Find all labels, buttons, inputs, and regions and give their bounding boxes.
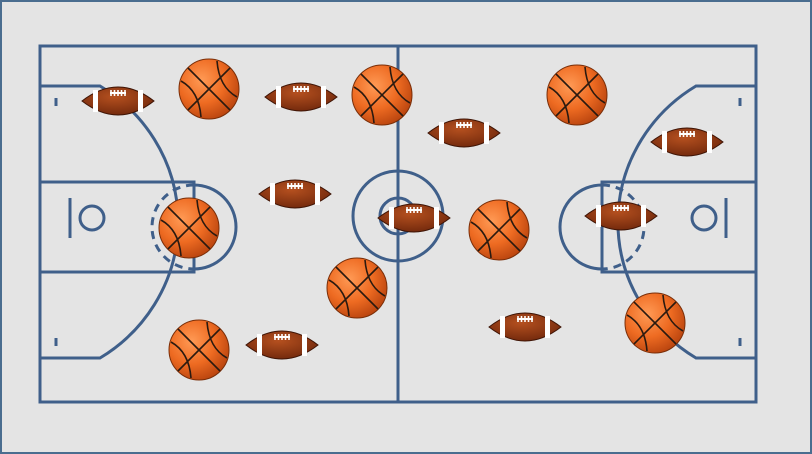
football-icon [81,86,155,116]
basketball-icon [326,257,388,319]
basketball-icon [468,199,530,261]
left-free-throw-arc [193,183,238,271]
balls-layer [81,58,724,381]
right-free-throw-arc [558,183,603,271]
basketball-icon [546,64,608,126]
football-icon [245,330,319,360]
basketball-icon [351,64,413,126]
basketball-icon [168,319,230,381]
football-icon [377,203,451,233]
right-key [600,180,758,274]
basketball-icon [624,292,686,354]
right-free-throw-arc-dashed [601,183,646,271]
basketball-icon [158,197,220,259]
football-icon [264,82,338,112]
right-hoop [690,204,718,232]
basketball-icon [178,58,240,120]
left-free-throw-arc-dashed [150,183,195,271]
football-icon [488,312,562,342]
left-hoop [78,204,106,232]
football-icon [650,127,724,157]
football-icon [258,179,332,209]
football-icon [427,118,501,148]
football-icon [584,201,658,231]
